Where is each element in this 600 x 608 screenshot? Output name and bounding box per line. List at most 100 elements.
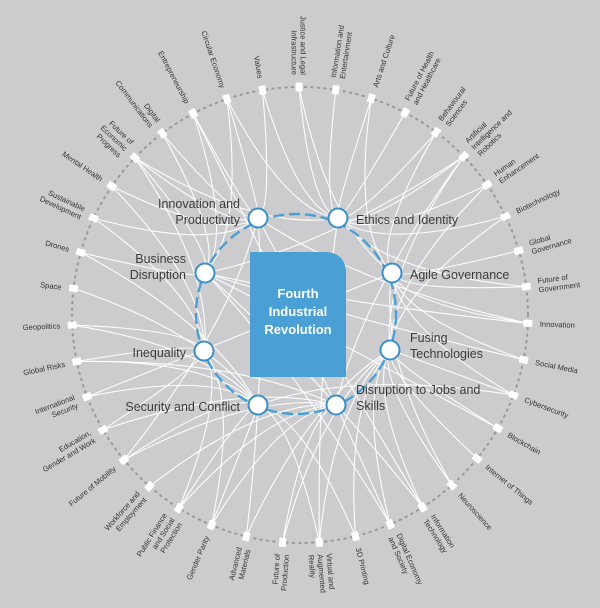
inner-node-label-line: Business [135,252,186,266]
outer-node-label: Innovation [540,320,575,330]
outer-node: SustainableDevelopment [38,186,99,223]
outer-node-label: Virtual andAugmentedReality [307,553,337,594]
outer-node-marker [458,151,470,162]
outer-node-label-line: 3D Printing [354,547,372,586]
outer-node-marker [431,126,442,138]
outer-node-label: SustainableDevelopment [38,186,87,222]
outer-node-marker [471,453,483,464]
outer-node-marker [75,248,86,257]
outer-node-label: Future of Mobility [67,464,118,508]
outer-node-label: Education,Gender and Work [37,428,98,474]
outer-node-marker [315,537,324,547]
link-jobs-25 [102,396,337,431]
outer-node-marker [278,537,287,547]
link-business-36 [204,98,233,274]
outer-node: InternationalSecurity [34,392,93,425]
outer-node-label: Gender Parity [185,534,212,581]
outer-node-label-line: Mental Health [61,150,105,184]
link-inequality-21 [203,350,224,526]
outer-node: ArtificialIntelligence andRobotics [458,102,520,162]
link-agile-26 [86,272,393,398]
outer-node: Future ofGovernment [521,273,582,294]
inner-node-inequality: Inequality [132,340,215,362]
outer-node-label: Biotechnology [515,187,562,216]
link-ethics-38 [298,86,339,219]
link-agile-14 [389,272,453,486]
outer-node-marker [518,355,529,364]
outer-node-marker [417,501,428,513]
inner-node-circle [247,207,269,229]
link-jobs-24 [123,402,337,461]
outer-node-label-line: Future of [271,553,282,585]
outer-node-label: Space [40,280,62,291]
outer-node-marker [157,128,168,139]
outer-node: Virtual andAugmentedReality [307,537,337,594]
outer-node: Digital Economyand Society [385,519,425,586]
link-inequality-22 [178,350,213,509]
link-fusing-4 [388,156,465,351]
inner-node-label-line: Security and Conflict [125,400,240,414]
link-jobs-16 [335,404,391,525]
outer-node-label: InformationTechnology [421,513,457,555]
outer-node-label-line: Augmented [316,554,328,593]
link-agile-38 [298,86,393,274]
inner-node-circle [381,262,403,284]
inner-node-label: Ethics and Identity [356,213,459,227]
link-fusing-20 [245,349,391,537]
link-security-30 [80,251,259,406]
outer-node: Internet of Things [471,453,535,507]
inner-node-label-line: Productivity [175,213,240,227]
link-ethics-36 [226,98,339,219]
inner-node-circle [194,262,216,284]
outer-node-label-line: Internet of Things [483,463,535,507]
outer-node-label: Blockchain [506,431,542,457]
outer-node-label: Cybersecurity [523,395,570,420]
inner-node-label-line: Inequality [132,346,186,360]
outer-node-label-line: Neuroscience [456,491,494,532]
outer-node-marker [258,85,267,95]
outer-node-label: Arts and Culture [371,34,397,89]
outer-node-marker [242,531,251,542]
outer-node-label-line: Innovation [540,320,575,330]
outer-node-marker [351,531,360,542]
link-business-4 [204,155,465,274]
outer-node-label: Future of Healthand Healthcare [403,50,444,107]
outer-node-label-line: Circular Economy [199,30,227,90]
outer-node-label: InternationalSecurity [34,393,80,425]
outer-node-label: BehaviouralSciences [436,85,475,128]
outer-node: Cybersecurity [508,390,570,420]
link-jobs-22 [178,404,337,509]
outer-node-label: Workforce andEmployment [103,489,150,539]
inner-node-label-line: Ethics and Identity [356,213,459,227]
link-fusing-17 [353,349,391,537]
inner-node-agile: Agile Governance [381,262,509,284]
outer-node-marker [68,284,79,293]
outer-node-label-line: Arts and Culture [371,34,397,89]
inner-node-ethics: Ethics and Identity [327,207,459,229]
outer-node: Circular Economy [199,30,232,105]
outer-node-label: Information andEntertainment [329,25,355,80]
outer-node-label-line: Biotechnology [515,187,562,216]
outer-node-label: ArtificialIntelligence andRobotics [463,102,520,158]
link-fusing-13 [389,349,478,459]
link-innovation-24 [123,217,259,461]
link-jobs-21 [211,404,337,526]
outer-node: Biotechnology [500,187,562,222]
link-ethics-3 [337,131,437,219]
outer-node-marker [366,93,376,104]
outer-node-label: Mental Health [61,150,105,184]
outer-node: Justice and LegalInfrastructure [289,16,308,92]
link-security-27 [76,360,259,406]
outer-node: Public Financeand SocialProtection [135,502,184,558]
outer-node-marker [106,181,118,192]
center-title-line-1: Fourth [277,286,318,301]
outer-node-label: Justice and LegalInfrastructure [289,16,307,75]
outer-node: GlobalGovernance [513,233,573,256]
outer-node-label-line: Infrastructure [290,30,299,75]
outer-node-label: DigitalCommunications [113,73,162,129]
